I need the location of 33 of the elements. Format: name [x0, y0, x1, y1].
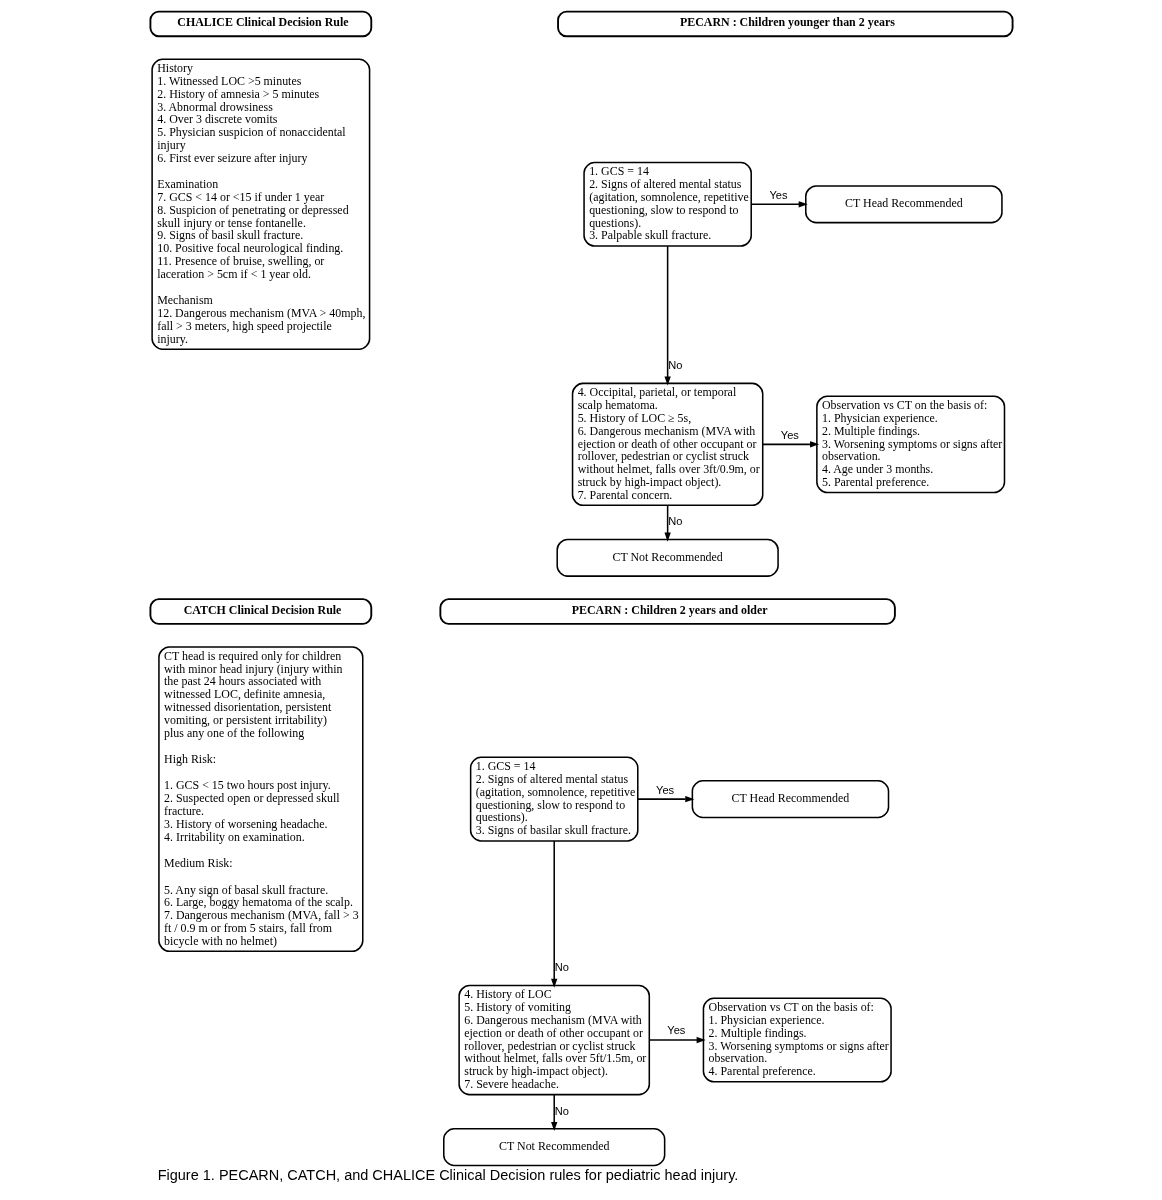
- node-box: CHALICE Clinical Decision Rule: [148, 10, 372, 38]
- node-box: CT Head Recommended: [804, 185, 1003, 224]
- edge-label: No: [667, 515, 682, 528]
- node-box: PECARN : Children younger than 2 years: [556, 10, 1014, 38]
- arrow: [663, 245, 671, 386]
- node-box: CT Not Recommended: [555, 538, 779, 577]
- node-box: 1. GCS = 14 2. Signs of altered mental status (agitation, somnolence, repetitive questioning, slow to respond to questions). 3. Signs of basilar skull fracture.: [469, 756, 639, 842]
- edge-label: Yes: [780, 428, 799, 441]
- node-box: History 1. Witnessed LOC >5 minutes 2. History of amnesia > 5 minutes 3. Abnormal drowsiness 4. Over 3 discrete vomits 5. Physician suspicion of nonaccidental injury 6. First ever seizure after injury Examination 7. GCS < 14 or <15 if under 1 year 8. Suspicion of penetrating or depressed skull injury or tense fontanelle. 9. Signs of basil skull fracture. 10. Positive focal neurological finding. 11. Presence of bruise, swelling, or laceration > 5cm if < 1 year old. Mechanism 12. Dangerous mechanism (MVA > 40mph, fall > 3 meters, high speed projectile injury.: [150, 58, 370, 351]
- node-box: 4. Occipital, parietal, or temporal scalp hematoma. 5. History of LOC ≥ 5s, 6. Dangerous mechanism (MVA with ejection or death of other occupant or rollover, pedestrian or cyclist struck without helmet, falls over 3ft/0.9m, or struck by high-impact object). 7. Parental concern.: [571, 382, 763, 507]
- edge-label: No: [554, 1104, 569, 1117]
- edge-label: Yes: [768, 188, 788, 201]
- node-box: CT Not Recommended: [442, 1127, 665, 1167]
- arrow: [550, 840, 557, 988]
- edge-label: No: [554, 961, 569, 974]
- arrow: [648, 1036, 706, 1044]
- arrow: [750, 201, 808, 208]
- node-box: CT Head Recommended: [691, 780, 889, 819]
- node-box: PECARN : Children 2 years and older: [438, 598, 896, 625]
- edge-label: Yes: [655, 783, 674, 796]
- arrow: [761, 441, 819, 448]
- caption: Figure 1. PECARN, CATCH, and CHALICE Clinical Decision rules for pediatric head injury.: [157, 1167, 738, 1184]
- node-box: Observation vs CT on the basis of: 1. Physician experience. 2. Multiple findings. 3. Worsening symptoms or signs after observation. 4. Parental preference.: [702, 997, 892, 1083]
- node-box: CATCH Clinical Decision Rule: [148, 598, 372, 625]
- node-box: 4. History of LOC 5. History of vomiting 6. Dangerous mechanism (MVA with ejection or death of other occupant or rollover, pedestrian or cyclist struck without helmet, falls over 5ft/1.5m, or struck by high-impact object). 7. Severe headache.: [457, 984, 650, 1096]
- node-box: CT head is required only for children with minor head injury (injury within the past 24 hours associated with witnessed LOC, definite amnesia, witnessed disorientation, persistent vomiting, or persistent irritability) plus any one of the following High Risk: 1. GCS < 15 two hours post injury. 2. Suspected open or depressed skull fracture. 3. History of worsening headache. 4. Irritability on examination. Medium Risk: 5. Any sign of basal skull fracture. 6. Large, boggy hematoma of the scalp. 7. Dangerous mechanism (MVA, fall > 3 ft / 0.9 m or from 5 stairs, fall from bicycle with no helmet): [157, 646, 364, 953]
- arrow: [550, 1094, 557, 1131]
- node-box: Observation vs CT on the basis of: 1. Physician experience. 2. Multiple findings. 3. Worsening symptoms or signs after observation. 4. Age under 3 months. 5. Parental preference.: [815, 395, 1005, 494]
- edge-label: No: [667, 359, 682, 372]
- arrow: [663, 504, 671, 542]
- edge-label: Yes: [666, 1024, 685, 1037]
- node-box: 1. GCS = 14 2. Signs of altered mental status (agitation, somnolence, repetitive questioning, slow to respond to questions). 3. Palpable skull fracture.: [582, 161, 752, 247]
- arrow: [636, 795, 694, 803]
